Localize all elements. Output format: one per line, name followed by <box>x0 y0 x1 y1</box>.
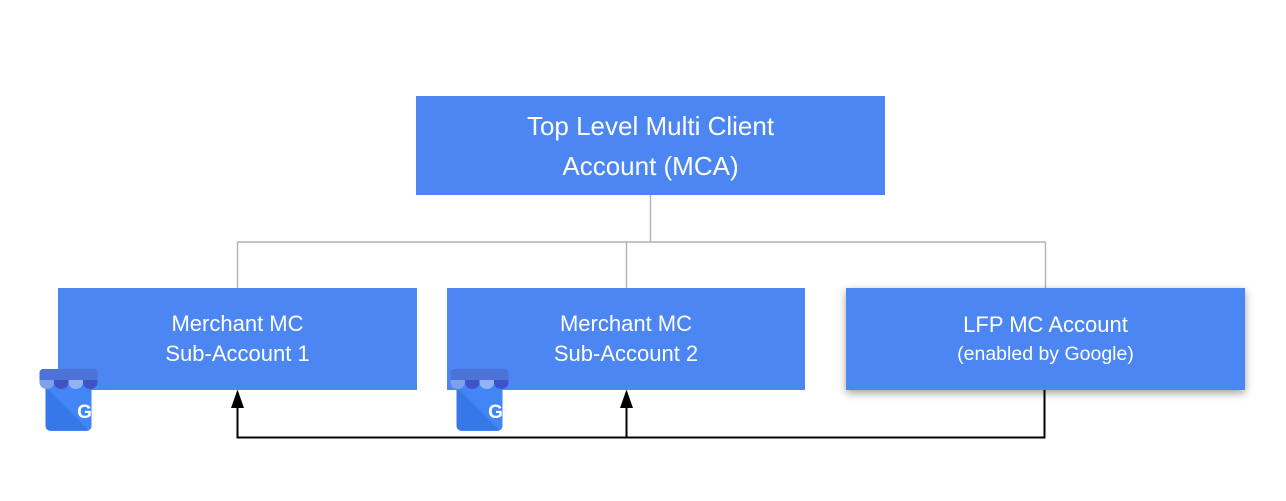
node-top-level-mca: Top Level Multi Client Account (MCA) <box>416 96 885 195</box>
storefront-body <box>45 379 92 431</box>
google-g-letter: G <box>77 402 92 423</box>
google-my-business-icon: G <box>450 369 509 431</box>
node-label-line: Sub-Account 1 <box>165 341 310 366</box>
storefront-awning <box>39 369 98 389</box>
node-label-line: Merchant MC <box>171 311 304 336</box>
node-label-line: LFP MC Account <box>963 311 1128 337</box>
google-g-letter: G <box>488 402 503 423</box>
node-merchant-sub-account-2: Merchant MC Sub-Account 2 <box>447 288 805 390</box>
storefront-awning <box>450 369 509 389</box>
node-label-line: (enabled by Google) <box>957 342 1134 365</box>
arrowhead-to-sub-account-1 <box>231 389 244 408</box>
arrowhead-to-sub-account-2 <box>620 389 633 408</box>
node-merchant-sub-account-1: Merchant MC Sub-Account 1 <box>58 288 417 390</box>
node-label-line: Sub-Account 2 <box>553 341 699 366</box>
node-lfp-mc-account: LFP MC Account (enabled by Google) <box>846 288 1245 390</box>
google-my-business-icon: G <box>39 369 98 431</box>
node-label-line: Account (MCA) <box>562 150 739 181</box>
lfp-feed-line <box>236 390 1046 439</box>
storefront-body <box>456 379 503 431</box>
node-label-line: Merchant MC <box>559 311 693 336</box>
node-label-line: Top Level Multi Client <box>526 110 775 141</box>
